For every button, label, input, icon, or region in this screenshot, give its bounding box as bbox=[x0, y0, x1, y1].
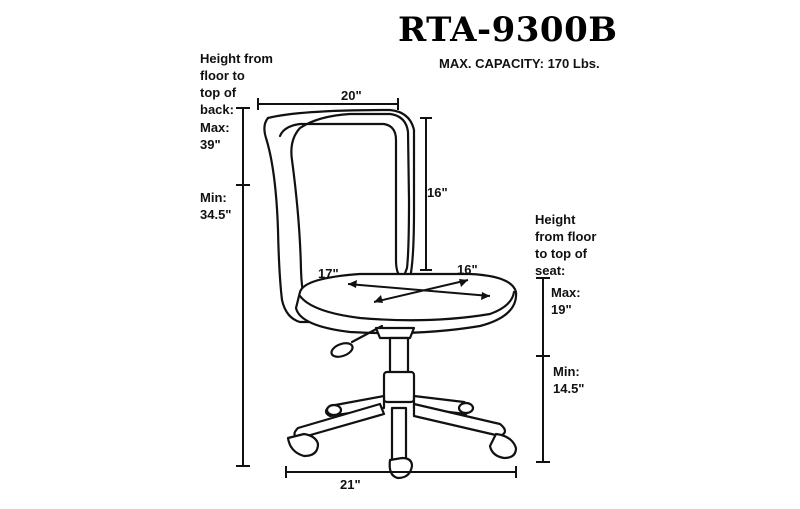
base-width-label: 21" bbox=[340, 477, 361, 492]
max-capacity-label: MAX. CAPACITY: 170 Lbs. bbox=[439, 56, 600, 71]
back-height-max: Max: 39" bbox=[200, 120, 230, 152]
back-height-min: Min: 34.5" bbox=[200, 190, 232, 222]
seat-depth-label: 17" bbox=[318, 266, 339, 281]
backrest bbox=[263, 112, 411, 324]
seat-height-max: Max: 19" bbox=[551, 285, 581, 317]
back-height-label: 16" bbox=[427, 185, 448, 200]
model-title: RTA-9300B bbox=[398, 10, 618, 50]
back-width-label: 20" bbox=[341, 88, 362, 103]
seat-height-heading: Height from floor to top of seat: bbox=[535, 212, 597, 278]
seat-width-label: 16" bbox=[457, 262, 478, 277]
caster bbox=[325, 403, 343, 417]
back-height-heading: Height from floor to top of back: bbox=[200, 51, 273, 117]
seat-height-min: Min: 14.5" bbox=[553, 364, 585, 396]
gas-cylinder bbox=[388, 336, 410, 378]
seat-cushion bbox=[294, 272, 518, 335]
